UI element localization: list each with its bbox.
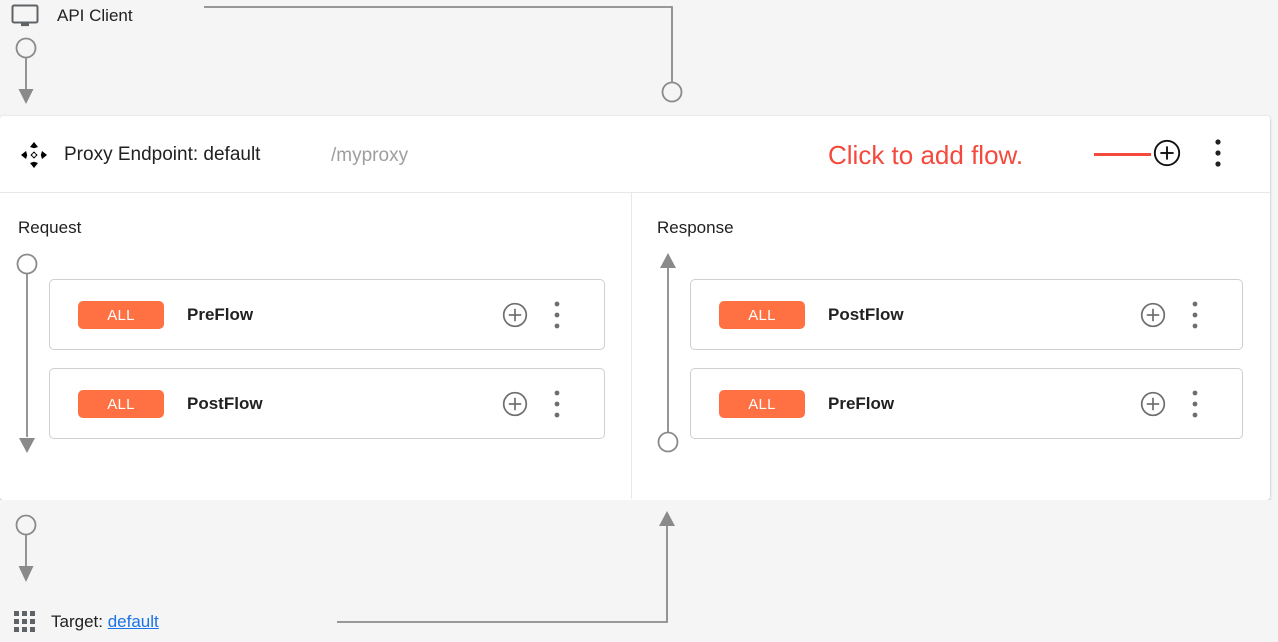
- response-column: Response ALL PostFlow: [631, 193, 1270, 499]
- request-column: Request ALL PreFlow: [0, 193, 631, 499]
- target-label-text: Target:: [51, 612, 103, 631]
- flow-card[interactable]: ALL PreFlow: [49, 279, 605, 350]
- flow-name: PostFlow: [187, 394, 263, 413]
- flow-badge: ALL: [719, 390, 805, 418]
- target-connectors: [15, 511, 675, 623]
- add-flow-annotation: Click to add flow.: [828, 140, 1024, 170]
- add-step-button[interactable]: [502, 391, 528, 417]
- apps-grid-icon: [14, 611, 36, 633]
- target-row: Target: default: [0, 500, 1278, 642]
- flow-card[interactable]: ALL PreFlow: [690, 368, 1243, 439]
- flow-badge: ALL: [78, 390, 164, 418]
- proxy-endpoint-header: Proxy Endpoint: default /myproxy Click t…: [0, 116, 1270, 193]
- add-flow-button[interactable]: [1153, 139, 1181, 167]
- add-step-button[interactable]: [502, 302, 528, 328]
- flow-badge: ALL: [719, 301, 805, 329]
- target-label: Target: default: [51, 609, 159, 635]
- request-flow-arrow: [16, 253, 38, 453]
- request-column-title: Request: [18, 218, 82, 237]
- monitor-icon: [11, 4, 39, 28]
- flow-name: PreFlow: [187, 305, 254, 324]
- flow-badge: ALL: [78, 301, 164, 329]
- flow-menu-button[interactable]: [1188, 299, 1202, 331]
- proxy-endpoint-path: /myproxy: [331, 145, 409, 166]
- flow-menu-button[interactable]: [1188, 388, 1202, 420]
- move-handle-icon[interactable]: [21, 142, 47, 168]
- add-step-button[interactable]: [1140, 391, 1166, 417]
- flow-card[interactable]: ALL PostFlow: [49, 368, 605, 439]
- proxy-endpoint-menu-button[interactable]: [1210, 137, 1226, 169]
- response-column-title: Response: [657, 218, 734, 237]
- proxy-endpoint-title: Proxy Endpoint: default: [64, 144, 261, 165]
- response-flow-arrow: [657, 253, 679, 453]
- flow-menu-button[interactable]: [550, 388, 564, 420]
- api-client-row: API Client: [0, 0, 1278, 116]
- flow-name: PostFlow: [828, 305, 904, 324]
- target-endpoint-link[interactable]: default: [107, 612, 159, 631]
- flow-columns: Request ALL PreFlow: [0, 193, 1270, 499]
- proxy-endpoint-panel: Proxy Endpoint: default /myproxy Click t…: [0, 116, 1270, 500]
- api-client-label: API Client: [57, 6, 133, 25]
- flow-name: PreFlow: [828, 394, 895, 413]
- annotation-pointer-line: [1094, 153, 1151, 156]
- add-step-button[interactable]: [1140, 302, 1166, 328]
- client-connectors: [15, 6, 683, 104]
- flow-menu-button[interactable]: [550, 299, 564, 331]
- flow-card[interactable]: ALL PostFlow: [690, 279, 1243, 350]
